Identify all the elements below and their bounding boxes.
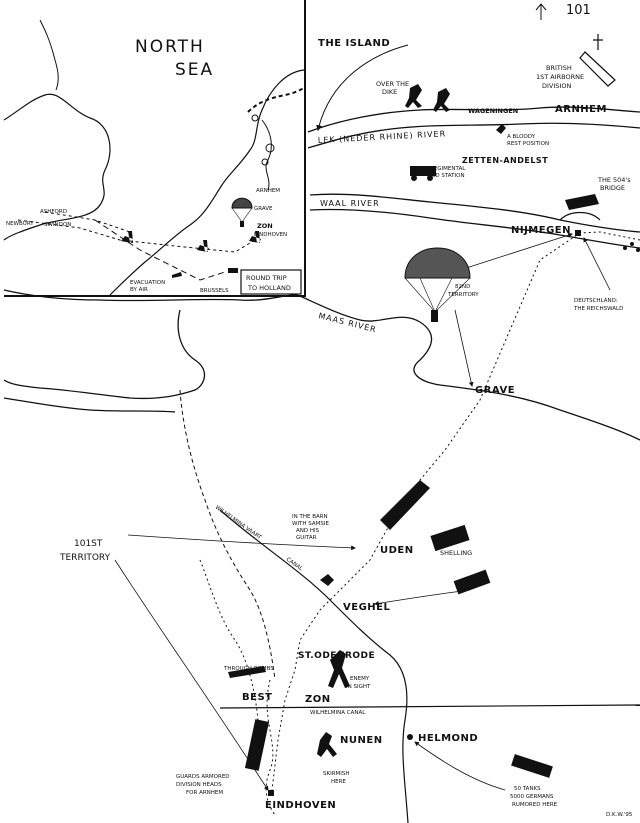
town-label: ZON xyxy=(305,694,331,705)
inset-frame xyxy=(4,0,306,297)
river-label: MAAS RIVER xyxy=(318,311,378,334)
map-label: DEUTSCHLAND: xyxy=(574,298,618,304)
bridge-icon xyxy=(559,194,601,221)
title-box-line: ROUND TRIP xyxy=(246,274,287,282)
canal-label: WILHELMINA VAART xyxy=(214,505,263,542)
map-label: 5000 GERMANS xyxy=(510,794,554,800)
truck-icon xyxy=(410,166,436,181)
map-label: RUMORED HERE xyxy=(512,802,558,808)
soldier-icon xyxy=(405,84,506,134)
town-label: HELMOND xyxy=(418,733,478,744)
evac-label: EVACUATION xyxy=(130,280,165,286)
town-label: UDEN xyxy=(380,545,414,556)
river-label: WAAL RIVER xyxy=(320,199,380,208)
map-label: DIKE xyxy=(382,88,397,96)
continent-coastline xyxy=(109,69,305,296)
town-label: ST.ODENRODE xyxy=(298,651,375,661)
town-label: ARNHEM xyxy=(555,104,607,115)
flight-route xyxy=(17,219,256,253)
map-label: AND HIS xyxy=(296,528,320,534)
place-label: ASHFORD xyxy=(40,209,67,215)
town-label: ZETTEN-ANDELST xyxy=(462,156,548,165)
map-label: OVER THE xyxy=(376,80,409,88)
map-label: ENEMY xyxy=(350,676,370,682)
territory-label: 101ST xyxy=(74,539,103,549)
map-label: GUITAR xyxy=(296,535,317,541)
forest-icon xyxy=(623,242,640,252)
sea-label: NORTH xyxy=(135,37,205,57)
island-arrow xyxy=(316,44,409,132)
map-label: BRIDGE xyxy=(600,184,625,192)
town-label: EINDHOVEN xyxy=(265,800,336,811)
place-label: BRUSSELS xyxy=(200,288,229,294)
map-label: DIVISION HEADS xyxy=(176,782,222,788)
canal-label: WILHELMINA CANAL xyxy=(310,710,366,716)
title-box: ROUND TRIP TO HOLLAND xyxy=(240,269,302,295)
map-label: A BLOODY xyxy=(507,134,536,140)
town-label: GRAVE xyxy=(475,385,515,396)
map-label: 1ST AIRBORNE xyxy=(536,73,584,81)
inset-map: NORTH SEA ASHFORD NEWBURY SWINDON ARNHEM… xyxy=(3,0,306,297)
parachute-icon xyxy=(404,247,471,322)
map-label: SHELLING xyxy=(440,549,472,557)
map-label: 50 TANKS xyxy=(514,786,541,792)
lek-river xyxy=(307,106,640,133)
town-label: NIJMEGEN xyxy=(511,225,571,236)
svg-text:101: 101 xyxy=(566,3,591,18)
map-label: DIVISION xyxy=(542,82,571,90)
plane-icon xyxy=(121,231,261,278)
map-label: GUARDS ARMORED xyxy=(176,774,230,780)
map-label: IN THE BARN xyxy=(292,514,328,520)
cross-icon xyxy=(579,34,616,87)
tank-icon xyxy=(228,268,238,273)
tank-icon xyxy=(228,480,553,778)
place-label: NEWBURY xyxy=(6,221,34,227)
map-label: SKIRMISH xyxy=(323,771,350,777)
canal-label: CANAL xyxy=(285,557,304,573)
map-label: HERE xyxy=(331,779,346,785)
waal-river xyxy=(309,193,640,233)
map-label: 82ND xyxy=(455,284,470,290)
map-label: IN SIGHT xyxy=(346,684,371,690)
title-box-line: TO HOLLAND xyxy=(247,284,291,292)
map-label: FOR ARNHEM xyxy=(186,790,223,796)
map-label: REST POSITION xyxy=(507,141,549,147)
signature: D.K.W.'95 xyxy=(606,812,633,818)
town-label: NUNEN xyxy=(340,735,383,746)
town-label: BEST xyxy=(242,692,272,703)
corner-mark: 101 xyxy=(535,3,591,20)
place-label: GRAVE xyxy=(254,206,273,212)
place-label: SWINDON xyxy=(44,222,71,228)
map-label: BRITISH xyxy=(546,64,572,72)
sea-label: SEA xyxy=(175,60,214,80)
map-label: THROUGH BOMBS xyxy=(223,666,274,672)
town-label: VEGHEL xyxy=(343,602,390,613)
map-label: THE REICHSWALD xyxy=(573,306,623,312)
place-label: ARNHEM xyxy=(256,188,280,194)
river-label: LEK (NEDER RHINE) RIVER xyxy=(318,129,447,145)
parachute-icon xyxy=(231,197,253,227)
england-coastline xyxy=(3,93,111,241)
place-label: ZON xyxy=(257,222,273,230)
map-label: REGIMENTAL xyxy=(430,166,466,172)
map-label: TERRITORY xyxy=(447,292,479,298)
town-label: WAGENINGEN xyxy=(468,107,518,115)
map-label: THE ISLAND xyxy=(318,38,390,49)
soldier-icon xyxy=(317,574,350,757)
territory-label: TERRITORY xyxy=(59,553,111,563)
place-label: EINDHOVEN xyxy=(254,232,287,238)
map-label: AID STATION xyxy=(430,173,465,179)
map-label: THE 504's xyxy=(597,176,631,184)
map-label: WITH SAMSIE xyxy=(292,521,330,527)
maas-river xyxy=(3,289,640,441)
evac-label: BY AIR xyxy=(130,287,148,293)
